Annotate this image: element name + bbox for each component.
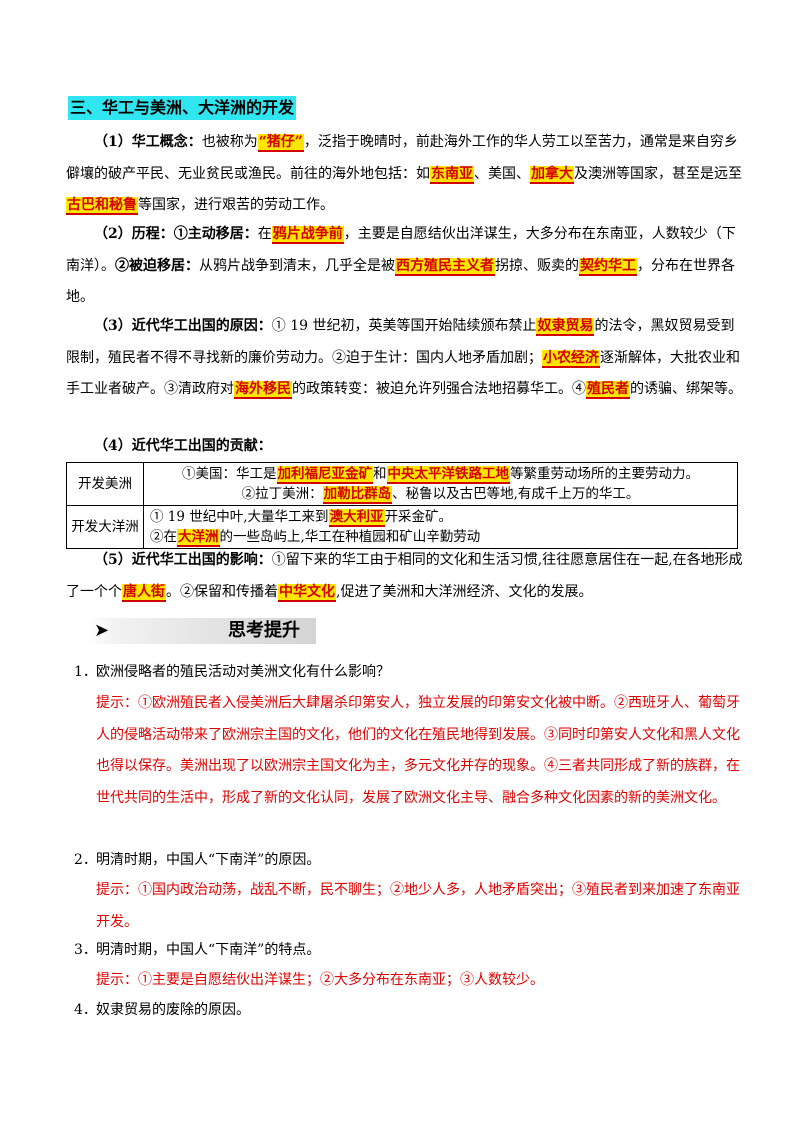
think-header-bar [88, 618, 316, 644]
question-text: 明清时期，中国人“下南洋”的特点。 [96, 942, 321, 958]
arrow-icon: ➤ [94, 620, 110, 641]
highlight-term: 鸦片战争前 [271, 226, 344, 244]
answer-2: 提示：①国内政治动荡，战乱不断，民不聊生；②地少人多，人地矛盾突出；③殖民者到来… [96, 882, 740, 930]
text: ，分布在世界各地。 [66, 257, 735, 306]
cell-line: ① 19 世纪中叶,大量华工来到澳大利亚开采金矿。 [150, 507, 731, 527]
paragraph-reasons: （3）近代华工出国的原因：① 19 世纪初，英美等国开始陆续颁布禁止奴隶贸易的法… [66, 311, 746, 406]
question-text: 明清时期，中国人“下南洋”的原因。 [96, 852, 321, 868]
text: 拐掠、贩卖的 [495, 257, 579, 274]
text: 等国家，进行艰苦的劳动工作。 [138, 197, 334, 213]
highlight-term: 小农经济 [542, 349, 600, 368]
table-cell: ① 19 世纪中叶,大量华工来到澳大利亚开采金矿。 ②在大洋洲的一些岛屿上,华工… [143, 505, 738, 549]
row-label: 开发大洋洲 [66, 505, 144, 549]
text: ②在 [150, 529, 177, 545]
highlight-term: 西方殖民主义者 [395, 257, 495, 276]
reasons-lead: （3）近代华工出国的原因： [94, 318, 272, 334]
text: ,促进了美洲和大洋洲经济、文化的发展。 [336, 583, 593, 600]
text: ②拉丁美洲： [241, 486, 323, 502]
history-lead: （2）历程：①主动移居： [94, 226, 258, 242]
paragraph-history: （2）历程：①主动移居：在鸦片战争前，主要是自愿结伙出洋谋生，大多分布在东南亚，… [66, 219, 746, 314]
text: 和 [373, 466, 387, 482]
text: 及澳洲等国家，甚至是远至 [574, 165, 742, 182]
impact-lead: （5）近代华工出国的影响： [94, 552, 272, 568]
text: 开采金矿。 [384, 509, 453, 525]
text: 逐渐解体，大批农业和手工业者破产。③清政府对 [66, 349, 740, 398]
highlight-term: 唐人街 [122, 583, 166, 602]
highlight-term: 澳大利亚 [328, 509, 385, 527]
answer-1: 提示：①欧洲殖民者入侵美洲后大肆屠杀印第安人，独立发展的印第安文化被中断。②西班… [96, 695, 740, 806]
highlight-term: 契约华工 [579, 257, 637, 276]
cell-line: ②在大洋洲的一些岛屿上,华工在种植园和矿山辛勤劳动 [150, 527, 731, 547]
table-cell: ①美国：华工是加利福尼亚金矿和中央太平洋铁路工地等繁重劳动场所的主要劳动力。 ②… [143, 462, 738, 506]
text: 、美国、 [474, 165, 530, 182]
text: ，泛指于晚晴时，前赴海外工作的华人劳工以至苦力，通常是来自穷乡僻壤的破产平民、无… [66, 134, 738, 182]
text: 。②保留和传播着 [166, 583, 278, 600]
question-number: 2． [74, 852, 97, 868]
text: ，主要是自愿结伙出洋谋生，大多分布在东南亚，人数较少（下南洋）。 [66, 226, 736, 274]
question-text: 奴隶贸易的废除的原因。 [96, 1002, 250, 1018]
text: 等繁重劳动场所的主要劳动力。 [510, 466, 699, 482]
text: 的政策转变：被迫允许列强合法地招募华工。④ [292, 381, 586, 397]
think-title: 思考提升 [228, 620, 300, 641]
highlight-term: 海外移民 [234, 381, 292, 399]
text: 的法令，黑奴贸易受到限制，殖民者不得不寻找新的廉价劳动力。②迫于生计：国内人地矛… [66, 318, 735, 366]
text: ① 19 世纪初，英美等国开始陆续颁布禁止 [271, 318, 537, 334]
history-subhead: ②被迫移居： [115, 257, 199, 274]
highlight-term: 东南亚 [430, 165, 474, 184]
highlight-term: 加利福尼亚金矿 [276, 466, 373, 484]
answer-3: 提示：①主要是自愿结伙出洋谋生；②大多分布在东南亚；③人数较少。 [96, 972, 544, 988]
text: 从鸦片战争到清末，几乎全是被 [199, 257, 395, 274]
highlight-term: 加勒比群岛 [322, 486, 393, 504]
highlight-term: 加拿大 [530, 165, 574, 184]
text: 、秘鲁以及古巴等地,有成千上万的华工。 [392, 486, 640, 502]
highlight-term: 奴隶贸易 [536, 318, 595, 336]
text: 在 [257, 226, 272, 242]
paragraph-concept: （1）华工概念：也被称为“猪仔”，泛指于晚晴时，前赴海外工作的华人劳工以至苦力，… [66, 127, 746, 222]
concept-lead: （1）华工概念： [94, 134, 202, 150]
table-row: 开发大洋洲 ① 19 世纪中叶,大量华工来到澳大利亚开采金矿。 ②在大洋洲的一些… [66, 505, 738, 549]
paragraph-impact: （5）近代华工出国的影响：①留下来的华工由于相同的文化和生活习惯,往往愿意居住在… [66, 545, 746, 608]
cell-line: ①美国：华工是加利福尼亚金矿和中央太平洋铁路工地等繁重劳动场所的主要劳动力。 [150, 464, 731, 484]
question-number: 1． [74, 664, 97, 680]
question-text: 欧洲侵略者的殖民活动对美洲文化有什么影响？ [96, 664, 390, 680]
highlight-term: “猪仔” [257, 134, 304, 152]
section-title: 三、华工与美洲、大洋洲的开发 [68, 96, 297, 120]
question-number: 4． [74, 1002, 97, 1018]
question-1: 1．欧洲侵略者的殖民活动对美洲文化有什么影响？ [74, 657, 744, 688]
highlight-term: 大洋洲 [177, 529, 220, 547]
text: ①美国：华工是 [182, 466, 277, 482]
highlight-term: 殖民者 [586, 381, 630, 399]
question-2: 2．明清时期，中国人“下南洋”的原因。 [74, 845, 744, 876]
contribution-lead: （4）近代华工出国的贡献： [94, 438, 272, 454]
question-number: 3． [74, 942, 97, 958]
question-4: 4．奴隶贸易的废除的原因。 [74, 995, 744, 1026]
highlight-term: 古巴和秘鲁 [66, 197, 138, 215]
text: 的一些岛屿上,华工在种植园和矿山辛勤劳动 [219, 529, 481, 545]
contribution-table: 开发美洲 ①美国：华工是加利福尼亚金矿和中央太平洋铁路工地等繁重劳动场所的主要劳… [66, 462, 738, 549]
highlight-term: 中央太平洋铁路工地 [386, 466, 510, 484]
text: 也被称为 [201, 134, 258, 150]
highlight-term: 中华文化 [278, 583, 336, 602]
cell-line: ②拉丁美洲：加勒比群岛、秘鲁以及古巴等地,有成千上万的华工。 [150, 484, 731, 504]
text: ①留下来的华工由于相同的文化和生活习惯,往往愿意居住在一起,在各地形成了一个个 [66, 552, 743, 600]
paragraph-contribution: （4）近代华工出国的贡献： [66, 431, 746, 463]
table-row: 开发美洲 ①美国：华工是加利福尼亚金矿和中央太平洋铁路工地等繁重劳动场所的主要劳… [66, 462, 738, 506]
text: ① 19 世纪中叶,大量华工来到 [150, 509, 329, 525]
text: 的诱骗、绑架等。 [630, 381, 742, 397]
row-label: 开发美洲 [66, 462, 144, 506]
question-3: 3．明清时期，中国人“下南洋”的特点。 [74, 935, 744, 966]
